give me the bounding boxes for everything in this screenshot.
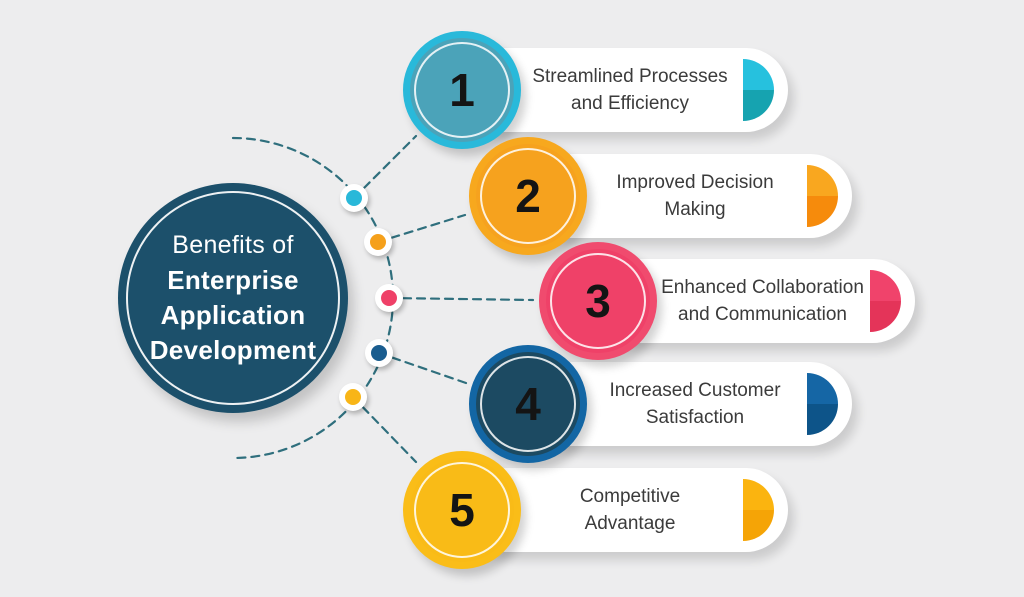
- connector-dot-3: [375, 284, 403, 312]
- benefit-number-circle-4: 4: [469, 345, 587, 463]
- connector-line-5: [351, 395, 418, 464]
- semicircle-cap-icon: [743, 479, 774, 541]
- hub-inner-ring: [126, 191, 340, 405]
- connector-line-2: [376, 213, 467, 244]
- cap-top-half: [743, 59, 774, 90]
- semicircle-cap-icon: [743, 59, 774, 121]
- benefit-label-line: Enhanced Collaboration: [661, 277, 864, 298]
- semicircle-cap-icon: [870, 270, 901, 332]
- connector-dot-core: [370, 234, 386, 250]
- benefit-number-circle-3: 3: [539, 242, 657, 360]
- number-circle-inner-ring: [414, 42, 510, 138]
- semicircle-cap-icon: [807, 373, 838, 435]
- benefit-number-circle-1: 1: [403, 31, 521, 149]
- benefit-label-3: Enhanced Collaboration and Communication: [656, 259, 869, 343]
- benefit-label-line: Streamlined Processes: [532, 66, 728, 87]
- benefit-label-line: Competitive: [579, 486, 681, 507]
- number-circle-inner-ring: [414, 462, 510, 558]
- benefit-label-line: Making: [664, 199, 726, 220]
- connector-line-4: [377, 351, 468, 385]
- benefit-label-line: Improved Decision: [616, 172, 774, 193]
- number-circle-inner-ring: [480, 148, 576, 244]
- cap-bottom-half: [743, 90, 774, 121]
- connector-dot-5: [339, 383, 367, 411]
- hub-circle: Benefits of Enterprise Application Devel…: [118, 183, 348, 413]
- connector-dot-2: [364, 228, 392, 256]
- connector-dot-1: [340, 184, 368, 212]
- number-circle-inner-ring: [550, 253, 646, 349]
- cap-bottom-half: [870, 301, 901, 332]
- benefit-label-line: and Efficiency: [571, 93, 689, 114]
- benefit-label-1: Streamlined Processes and Efficiency: [524, 48, 736, 132]
- connector-dot-4: [365, 339, 393, 367]
- cap-top-half: [807, 373, 838, 404]
- semicircle-cap-icon: [807, 165, 838, 227]
- benefit-pill-3: Enhanced Collaboration and Communication: [598, 259, 915, 343]
- cap-top-half: [807, 165, 838, 196]
- cap-bottom-half: [807, 404, 838, 435]
- benefit-label-4: Increased Customer Satisfaction: [590, 362, 800, 446]
- cap-bottom-half: [743, 510, 774, 541]
- connector-dot-core: [345, 389, 361, 405]
- benefit-label-line: Increased Customer: [609, 380, 781, 401]
- cap-top-half: [743, 479, 774, 510]
- benefit-label-5: Competitive Advantage: [524, 468, 736, 552]
- benefit-number-circle-5: 5: [403, 451, 521, 569]
- connector-dot-core: [371, 345, 387, 361]
- number-circle-inner-ring: [480, 356, 576, 452]
- cap-bottom-half: [807, 196, 838, 227]
- benefit-number-circle-2: 2: [469, 137, 587, 255]
- benefit-label-2: Improved Decision Making: [590, 154, 800, 238]
- benefit-label-line: and Communication: [678, 304, 847, 325]
- benefit-label-line: Advantage: [584, 513, 676, 534]
- connector-line-3: [387, 296, 535, 302]
- benefit-label-line: Satisfaction: [645, 407, 745, 428]
- connector-dot-core: [381, 290, 397, 306]
- cap-top-half: [870, 270, 901, 301]
- connector-dot-core: [346, 190, 362, 206]
